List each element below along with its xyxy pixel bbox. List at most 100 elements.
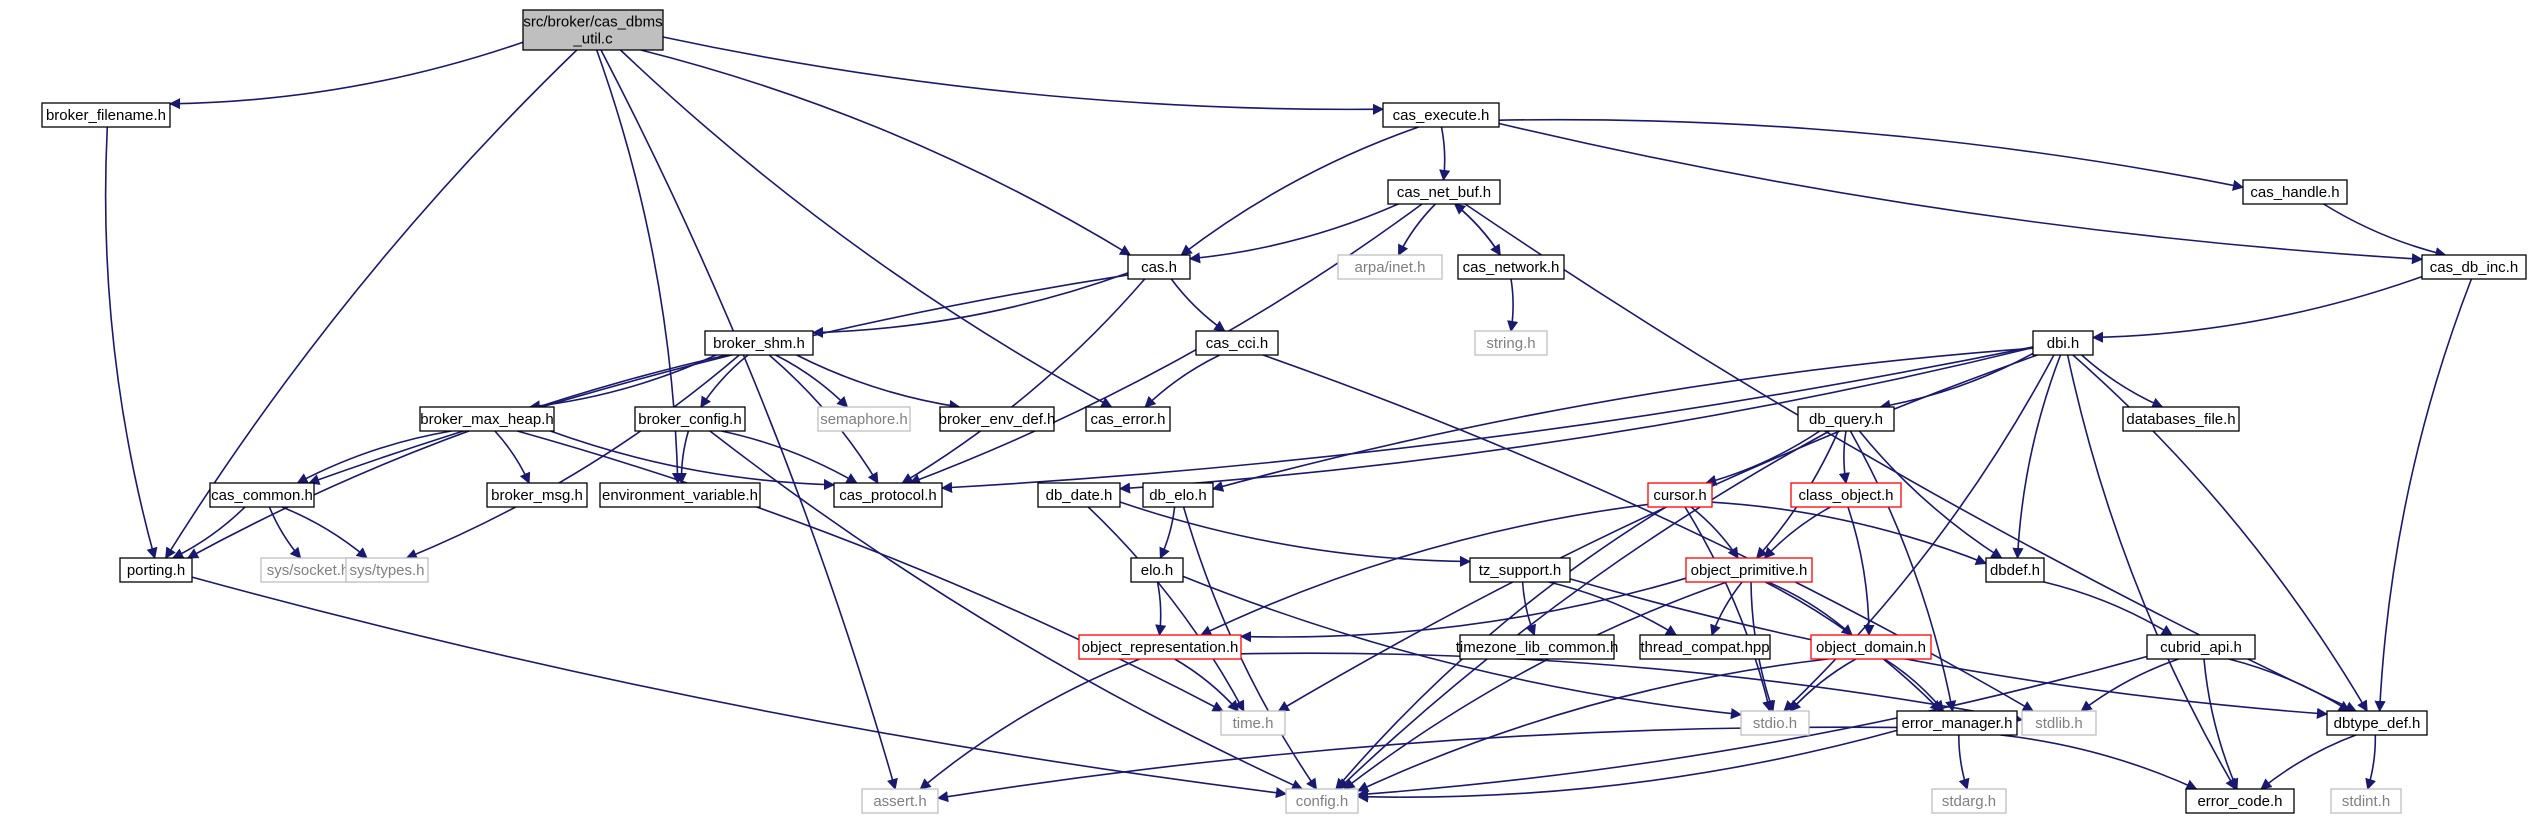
node-object-primitive[interactable]: object_primitive.h xyxy=(1685,557,1813,583)
node-sys-types: sys/types.h xyxy=(345,557,429,583)
node-class-object[interactable]: class_object.h xyxy=(1790,482,1902,508)
node-cas-error[interactable]: cas_error.h xyxy=(1085,406,1171,432)
node-broker-filename[interactable]: broker_filename.h xyxy=(41,102,171,128)
node-broker-msg[interactable]: broker_msg.h xyxy=(486,482,588,508)
node-dbi[interactable]: dbi.h xyxy=(2032,330,2094,356)
edge-broker_max_heap-to-broker_msg xyxy=(494,430,531,485)
node-cas-execute[interactable]: cas_execute.h xyxy=(1382,102,1500,128)
node-label: cas.h xyxy=(1141,259,1177,276)
node-label: class_object.h xyxy=(1798,487,1893,504)
node-cas-protocol[interactable]: cas_protocol.h xyxy=(833,482,943,508)
node-root[interactable]: src/broker/cas_dbms_util.c xyxy=(522,9,664,51)
node-label: stdarg.h xyxy=(1942,793,1996,810)
node-label: stdlib.h xyxy=(2035,715,2083,732)
node-box xyxy=(1469,557,1571,583)
node-label: thread_compat.hpp xyxy=(1640,639,1769,656)
node-tz-support[interactable]: tz_support.h xyxy=(1469,557,1571,583)
node-sys-socket: sys/socket.h xyxy=(260,557,356,583)
node-box xyxy=(1896,710,2018,736)
edge-broker_shm-to-sys_types xyxy=(405,354,740,560)
node-box xyxy=(1195,330,1279,356)
edge-dbi-to-error_code xyxy=(2066,354,2237,790)
node-box xyxy=(704,330,814,356)
node-cas-network[interactable]: cas_network.h xyxy=(1457,254,1565,280)
node-object-representation[interactable]: object_representation.h xyxy=(1078,634,1242,660)
node-broker-shm[interactable]: broker_shm.h xyxy=(704,330,814,356)
node-cas-net-buf[interactable]: cas_net_buf.h xyxy=(1387,179,1501,205)
edge-tz_support-to-dbtype_def xyxy=(1569,578,2329,719)
edge-dbi-to-db_elo xyxy=(1211,347,2034,492)
node-label: dbdef.h xyxy=(1990,562,2040,579)
node-elo[interactable]: elo.h xyxy=(1130,557,1184,583)
node-broker-env-def[interactable]: broker_env_def.h xyxy=(939,406,1056,432)
node-databases-file[interactable]: databases_file.h xyxy=(2122,406,2240,432)
node-error-manager[interactable]: error_manager.h xyxy=(1896,710,2018,736)
edge-cas_net_buf-to-cas_h xyxy=(1188,203,1399,264)
node-object-domain[interactable]: object_domain.h xyxy=(1810,634,1932,660)
node-label: src/broker/cas_dbms xyxy=(523,14,662,31)
node-layer: src/broker/cas_dbms_util.c broker_filenam… xyxy=(41,9,2527,814)
node-stdint-h: stdint.h xyxy=(2330,788,2402,814)
node-stdlib-h: stdlib.h xyxy=(2021,710,2097,736)
edge-cas_common-to-sys_socket xyxy=(268,506,302,559)
node-dbtype-def[interactable]: dbtype_def.h xyxy=(2326,710,2428,736)
node-box xyxy=(1387,179,1501,205)
node-dbdef[interactable]: dbdef.h xyxy=(1985,557,2045,583)
edge-cas_cci-to-cas_error xyxy=(1144,354,1221,408)
edge-cas_db_inc-to-dbtype_def xyxy=(2374,278,2473,713)
node-box xyxy=(1647,482,1713,508)
node-label: sys/types.h xyxy=(349,562,424,579)
node-cursor[interactable]: cursor.h xyxy=(1647,482,1713,508)
edge-root-to-porting xyxy=(165,49,578,559)
edge-object_domain-to-error_manager xyxy=(1884,658,1945,712)
node-label: cubrid_api.h xyxy=(2160,639,2242,656)
node-label: cas_handle.h xyxy=(2250,184,2339,201)
node-arpa-inet: arpa/inet.h xyxy=(1337,254,1443,280)
edge-cas_execute-to-cas_handle xyxy=(1498,118,2245,191)
edge-cubrid_api-to-dbtype_def xyxy=(2228,658,2351,712)
node-box xyxy=(1790,482,1902,508)
node-label: _util.c xyxy=(572,31,613,48)
edge-root-to-cas_execute xyxy=(662,36,1385,115)
node-cas-common[interactable]: cas_common.h xyxy=(209,482,315,508)
edge-cubrid_api-to-error_code xyxy=(2203,658,2239,791)
node-db-query[interactable]: db_query.h xyxy=(1797,406,1895,432)
node-label: dbi.h xyxy=(2047,335,2080,352)
node-box xyxy=(833,482,943,508)
node-thread-compat[interactable]: thread_compat.hpp xyxy=(1639,634,1771,660)
edge-cas_handle-to-cas_db_inc xyxy=(2323,203,2447,259)
edge-cas_network-to-string_h xyxy=(1507,278,1519,333)
node-assert-h: assert.h xyxy=(861,788,939,814)
node-box xyxy=(1474,330,1548,356)
node-cas-h[interactable]: cas.h xyxy=(1127,254,1191,280)
edge-object_primitive-to-object_representation xyxy=(1239,577,1687,643)
node-cas-handle[interactable]: cas_handle.h xyxy=(2242,179,2348,205)
node-broker-max-heap[interactable]: broker_max_heap.h xyxy=(419,406,555,432)
edge-dbi-to-time_h xyxy=(1277,354,2038,712)
node-cubrid-api[interactable]: cubrid_api.h xyxy=(2146,634,2256,660)
node-broker-config[interactable]: broker_config.h xyxy=(634,406,746,432)
node-label: error_code.h xyxy=(2197,793,2282,810)
node-db-elo[interactable]: db_elo.h xyxy=(1142,482,1214,508)
node-time-h: time.h xyxy=(1220,710,1286,736)
node-label: cas_protocol.h xyxy=(839,487,937,504)
node-box xyxy=(1037,482,1121,508)
node-box xyxy=(1459,634,1615,660)
node-box xyxy=(817,406,911,432)
node-box xyxy=(1130,557,1184,583)
node-cas-cci[interactable]: cas_cci.h xyxy=(1195,330,1279,356)
node-error-code[interactable]: error_code.h xyxy=(2185,788,2295,814)
node-label: dbtype_def.h xyxy=(2334,715,2421,732)
node-semaphore: semaphore.h xyxy=(817,406,911,432)
node-cas-db-inc[interactable]: cas_db_inc.h xyxy=(2421,254,2527,280)
node-label: db_date.h xyxy=(1046,487,1113,504)
node-db-date[interactable]: db_date.h xyxy=(1037,482,1121,508)
node-environment-variable[interactable]: environment_variable.h xyxy=(599,482,761,508)
edge-elo-to-stdio_h xyxy=(1182,575,1743,720)
edge-dbi-to-cas_protocol xyxy=(940,346,2034,494)
node-porting[interactable]: porting.h xyxy=(119,557,193,583)
edge-broker_shm-to-semaphore xyxy=(775,354,849,408)
node-box xyxy=(345,557,429,583)
edge-root-to-cas_h xyxy=(640,49,1132,256)
node-timezone-lib-common[interactable]: timezone_lib_common.h xyxy=(1456,634,1619,660)
